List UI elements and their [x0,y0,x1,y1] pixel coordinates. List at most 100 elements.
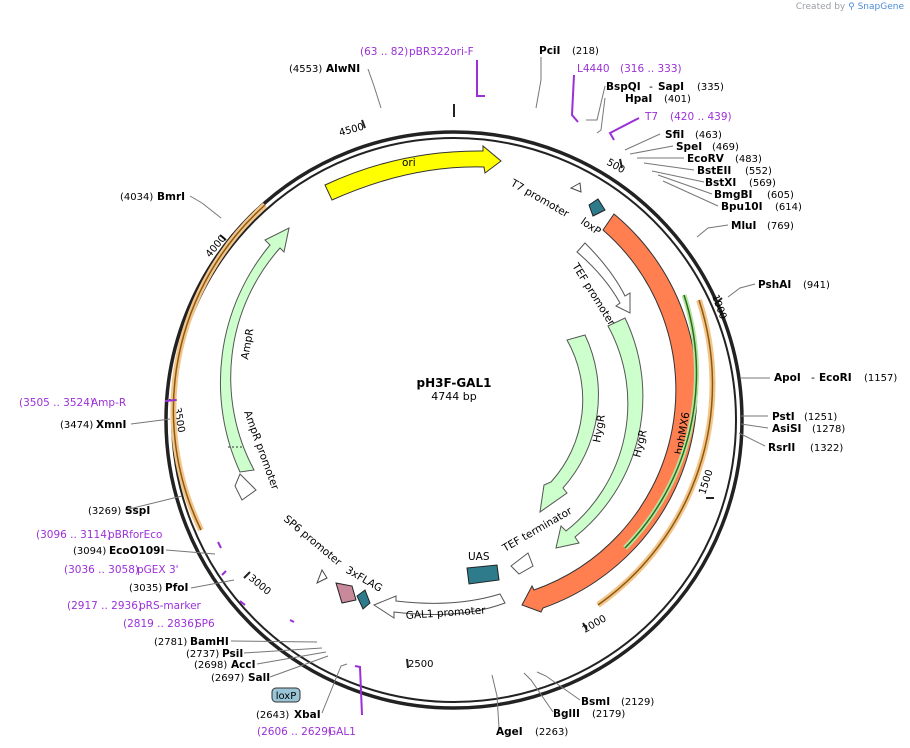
loxp-box-label: loxP [276,691,297,702]
enzyme-sapi-name: SapI [658,81,684,93]
primer-prs-marker-name: pRS-marker [139,600,202,612]
enzyme-alwni-pos: (4553) [289,64,322,75]
enzyme-labels-left: (2643) XbaI (2697) SalI (2698) AccI (273… [60,63,360,721]
enzyme-bsmi-pos: (2129) [621,697,654,708]
enzyme-bmri-pos: (4034) [120,192,153,203]
enzyme-apoi-pos: (1157) [864,373,897,384]
enzyme-leader-lines [124,57,770,729]
enzyme-psti-name: PstI [772,411,795,423]
amp-r-line [170,202,268,532]
amp-r-line-core [172,204,266,531]
tick-2000: 2000 [581,613,609,635]
enzyme-pcii-name: PciI [539,45,560,57]
sp6-promoter-arrow [316,568,328,585]
primer-l4440-range: (316 .. 333) [620,63,682,75]
enzyme-bspqi-dash: - [649,80,653,93]
enzyme-ecorv-name: EcoRV [687,153,725,165]
ori-label: ori [402,157,416,169]
enzyme-acci-name: AccI [231,659,255,671]
t7-promoter-label: T7 promoter [508,177,572,221]
t7-promoter-arrow [569,182,582,193]
enzyme-psii-name: PsiI [222,648,243,660]
enzyme-bamhi-name: BamHI [190,636,229,648]
hygr-inner-arrow [539,334,599,514]
enzyme-agei-pos: (2263) [535,727,568,738]
enzyme-alwni-name: AlwNI [326,63,360,75]
enzyme-sspi-pos: (3269) [88,506,121,517]
enzyme-bstxi-pos: (569) [749,178,776,189]
enzyme-xbai-name: XbaI [294,709,321,721]
enzyme-pshai-name: PshAI [758,279,791,291]
enzyme-spei-name: SpeI [676,141,702,153]
primer-marks [164,60,640,716]
enzyme-ecori-name: EcoRI [819,372,852,384]
enzyme-psii-pos: (2737) [186,649,219,660]
enzyme-bstxi-name: BstXI [705,177,736,189]
enzyme-rsrii-name: RsrII [768,442,795,454]
enzyme-bpu10i-name: Bpu10I [721,201,763,213]
3xflag-pink-arrow [335,582,357,604]
enzyme-ecorv-pos: (483) [735,154,762,165]
enzyme-asisi-name: AsiSI [772,423,801,435]
enzyme-bmri-name: BmrI [157,191,185,203]
primer-amp-r-range: (3505 .. 3524) [19,397,94,409]
enzyme-bamhi-pos: (2781) [154,637,187,648]
enzyme-pfoi-name: PfoI [165,582,188,594]
enzyme-spei-pos: (469) [712,142,739,153]
ori-arrow [324,144,502,201]
ampr-promoter-arrow [234,473,257,501]
tick-3000: 3000 [246,573,273,598]
primer-t7-range: (420 .. 439) [670,111,732,123]
enzyme-bmgbi-name: BmgBI [714,189,752,201]
enzyme-ecoo109i-name: EcoO109I [109,545,164,557]
uas-label: UAS [468,551,490,563]
primer-prs-marker-range: (2917 .. 2936) [67,600,142,612]
loxp-box [271,687,301,703]
tick-2500: 2500 [408,659,433,670]
enzyme-hpai-name: HpaI [625,93,652,105]
enzyme-xmni-pos: (3474) [60,420,93,431]
3xflag-arrow [356,589,371,610]
enzyme-sfii-name: SfiI [665,129,684,141]
primer-amp-r-name: Amp-R [91,397,126,409]
enzyme-xmni-name: XmnI [96,419,126,431]
tef-terminator-arrow [510,552,534,575]
gal1-promoter-arrow [372,593,506,619]
ampr-label: AmpR [239,328,256,361]
enzyme-bspqi-pos: (335) [697,82,724,93]
enzyme-sspi-name: SspI [125,505,150,517]
enzyme-bglii-pos: (2179) [592,709,625,720]
enzyme-bspqi-name: BspQI [606,81,641,93]
snapgene-brand-label: SnapGene [857,2,904,12]
primer-pgex3-name: pGEX 3' [137,564,179,576]
plasmid-length: 4744 bp [431,390,476,403]
enzyme-bsteii-name: BstEII [697,165,731,177]
uas-box [466,564,500,585]
primer-pgex3-range: (3036 .. 3058) [64,564,139,576]
enzyme-mlui-name: MluI [731,220,756,232]
ampr-arrow [219,227,290,473]
enzyme-sali-pos: (2697) [211,673,244,684]
hygr-outer-arrow [555,317,644,549]
enzyme-mlui-pos: (769) [767,221,794,232]
enzyme-bsmi-name: BsmI [581,696,610,708]
primer-sp6-range: (2819 .. 2836) [123,618,198,630]
ampr-promoter-label: AmpR promoter [241,409,281,492]
enzyme-pshai-pos: (941) [803,280,830,291]
enzyme-xbai-pos: (2643) [256,710,289,721]
enzyme-labels: PciI (218) BspQI - SapI (335) HpaI (401)… [496,45,897,738]
enzyme-rsrii-pos: (1322) [810,443,843,454]
primer-pbr322ori-f-name: pBR322ori-F [409,46,474,58]
loxp-arrow [588,198,606,217]
enzyme-bmgbi-pos: (605) [767,190,794,201]
enzyme-hpai-pos: (401) [664,94,691,105]
loxp-label: loxP [578,216,603,238]
enzyme-apoi-dash: - [811,371,815,384]
primer-gal1-range: (2606 .. 2629) [257,726,332,738]
hygr-inner-label: HygR [591,414,608,444]
enzyme-sali-name: SalI [248,672,270,684]
enzyme-bglii-name: BglII [553,708,580,720]
enzyme-acci-pos: (2698) [194,660,227,671]
enzyme-agei-name: AgeI [496,726,523,738]
